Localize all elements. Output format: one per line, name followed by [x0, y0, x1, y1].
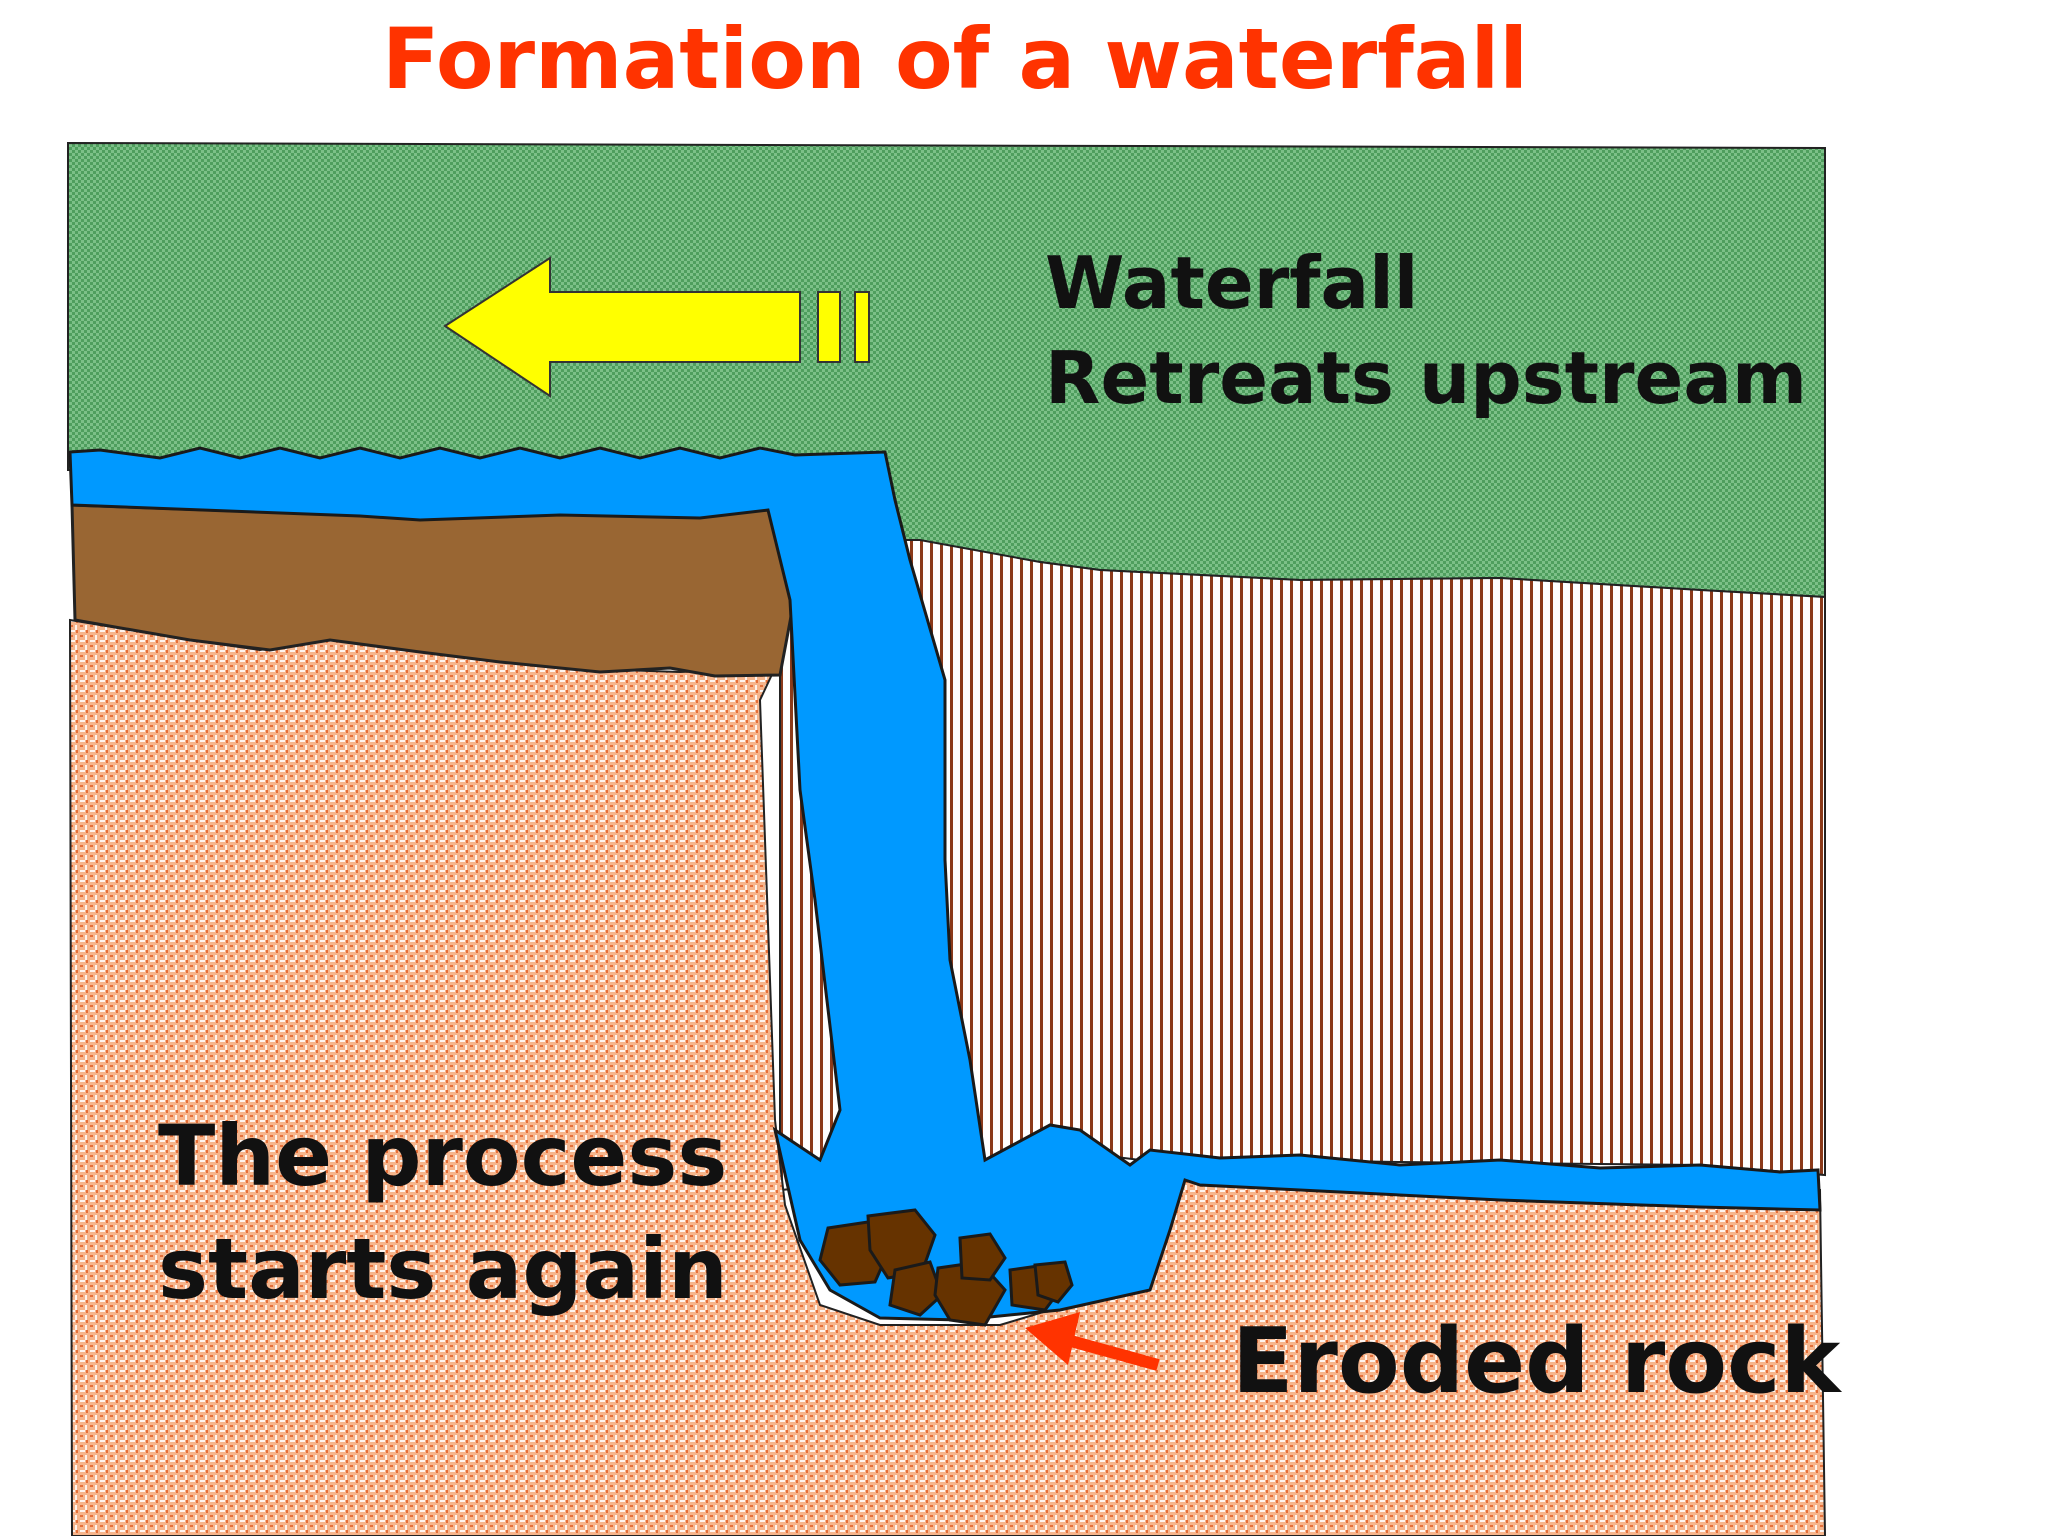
process-label-line1: The process	[158, 1107, 727, 1205]
boulder	[888, 1260, 944, 1317]
retreat-arrow	[443, 256, 870, 398]
boulder	[958, 1232, 1007, 1282]
process-label-line2: starts again	[158, 1220, 728, 1318]
boulder	[1033, 1260, 1074, 1304]
arrow-tail-bar	[817, 291, 841, 363]
eroded-boulders	[818, 1208, 1074, 1327]
retreat-label-line2: Retreats upstream	[1045, 336, 1807, 420]
diagram-title: Formation of a waterfall	[382, 10, 1528, 108]
arrow-tail-bar	[854, 291, 870, 363]
arrow-body	[443, 256, 801, 398]
eroded-rock-label: Eroded rock	[1232, 1309, 1842, 1414]
eroded-rock-pointer-arrow	[1025, 1312, 1160, 1371]
river-upstream	[68, 446, 1822, 1322]
retreat-label-line1: Waterfall	[1045, 241, 1418, 325]
